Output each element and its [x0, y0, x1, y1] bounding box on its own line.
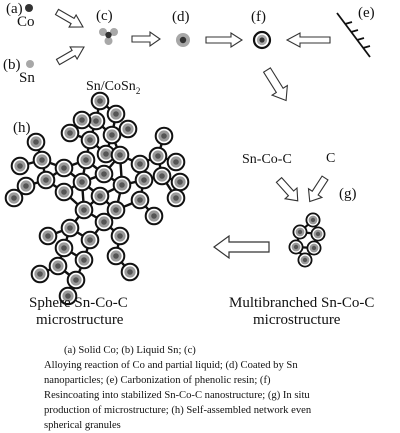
arrow-f-to-sncoc	[262, 67, 288, 102]
arrow-sncoc-to-g	[275, 176, 299, 202]
arrow-e-to-f	[285, 32, 331, 48]
label-e: (e)	[358, 5, 375, 21]
caption-line-2: Alloying reaction of Co and partial liqu…	[44, 360, 298, 371]
label-sphere-line1: Sphere Sn-Co-C	[29, 295, 128, 311]
resin-coated-particle	[252, 30, 272, 50]
arrow-c-to-g	[307, 175, 329, 203]
label-f: (f)	[251, 9, 266, 25]
sn-particle	[26, 60, 34, 68]
granule-network	[4, 91, 190, 306]
multibranched-cluster	[288, 212, 326, 268]
arrow-c-to-d	[131, 30, 161, 48]
figure-caption: (a) Solid Co; (b) Liquid Sn; (c) Alloyin…	[44, 343, 389, 433]
caption-line-4: Resincoating into stabilized Sn-Co-C nan…	[44, 390, 310, 401]
caption-line-3: nanoparticles; (e) Carbonization of phen…	[44, 375, 271, 386]
label-multi-line1: Multibranched Sn-Co-C	[229, 295, 375, 311]
label-a: (a)	[6, 1, 23, 17]
resin-chain-icon	[336, 12, 371, 58]
label-carbon: C	[326, 151, 336, 166]
caption-line-1: (a) Solid Co; (b) Liquid Sn; (c)	[64, 345, 196, 356]
label-multi-line2: microstructure	[253, 312, 341, 328]
arrow-g-to-h	[212, 234, 270, 260]
caption-line-5: production of microstructure; (h) Self-a…	[44, 405, 312, 416]
coated-particle	[176, 33, 190, 47]
diagram-canvas	[4, 4, 371, 306]
label-b: (b)	[3, 57, 21, 73]
label-c: (c)	[96, 8, 113, 24]
arrow-a-to-c	[54, 8, 84, 28]
alloy-cluster	[99, 28, 118, 45]
label-co: Co	[17, 14, 35, 30]
label-d: (d)	[172, 9, 190, 25]
caption-line-6: spherical granules	[44, 420, 121, 431]
label-sn-co-c: Sn-Co-C	[242, 152, 292, 167]
label-h: (h)	[13, 120, 31, 136]
label-sn: Sn	[19, 70, 35, 86]
arrow-b-to-c	[55, 46, 85, 66]
arrow-d-to-f	[205, 31, 244, 49]
label-g: (g)	[339, 186, 357, 202]
label-sphere-line2: microstructure	[36, 312, 124, 328]
co-particle	[25, 4, 33, 12]
label-sn-cosn2: Sn/CoSn2	[86, 79, 141, 96]
